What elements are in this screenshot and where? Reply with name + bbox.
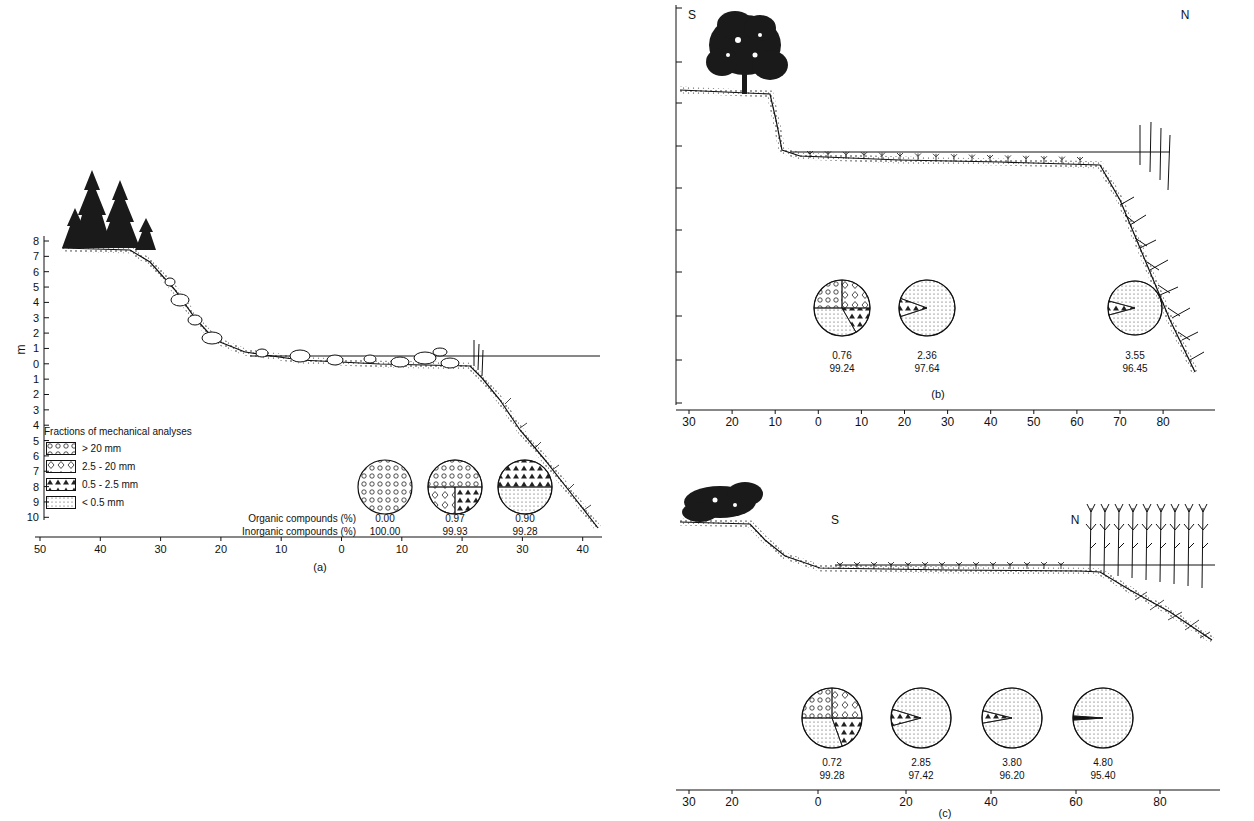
figure-label: 6 xyxy=(33,450,39,462)
figure-label: 7 xyxy=(33,465,39,477)
figure-label: 2 xyxy=(33,388,39,400)
figure-label: 100.00 xyxy=(370,526,401,537)
figure-label: 2.36 xyxy=(917,350,936,361)
figure-label: 4 xyxy=(33,419,39,431)
figure-label: 9 xyxy=(33,496,39,508)
panel-a xyxy=(35,170,602,541)
figure-label: (b) xyxy=(931,388,944,400)
figure-label: 3 xyxy=(33,404,39,416)
figure-label: 2.85 xyxy=(911,757,930,768)
figure-label: Inorganic compounds (%) xyxy=(242,526,356,537)
figure-label: (a) xyxy=(313,561,326,573)
figure-label: (c) xyxy=(939,807,952,819)
figure-label: 8 xyxy=(33,235,39,247)
figure-label: 50 xyxy=(1027,416,1040,429)
figure-label: 0.97 xyxy=(445,513,464,524)
figure-label: 10 xyxy=(396,543,408,555)
figure-label: Fractions of mechanical analyses xyxy=(44,426,192,437)
figure-label: 3.80 xyxy=(1002,757,1021,768)
legend-row: 0.5 - 2.5 mm xyxy=(46,478,138,491)
figure-label: 60 xyxy=(1070,416,1083,429)
figure-label: 7 xyxy=(33,250,39,262)
figure-label: 20 xyxy=(725,796,738,809)
figure-label: 30 xyxy=(682,796,695,809)
figure-label: 97.42 xyxy=(908,770,933,781)
figure-label: 0.00 xyxy=(375,513,394,524)
grain-size-pies xyxy=(358,280,1162,748)
figure-label: 8 xyxy=(33,481,39,493)
figure-label: 80 xyxy=(1153,796,1166,809)
figure-label: 96.20 xyxy=(999,770,1024,781)
figure-label: S xyxy=(688,9,696,22)
legend-row: 2.5 - 20 mm xyxy=(46,460,135,473)
legend-row: > 20 mm xyxy=(46,442,121,455)
figure-label: 5 xyxy=(33,281,39,293)
figure-label: 95.40 xyxy=(1090,770,1115,781)
figure-label: 40 xyxy=(984,796,997,809)
figure-label: 30 xyxy=(682,416,695,429)
figure-label: 50 xyxy=(34,543,46,555)
figure-label: 40 xyxy=(577,543,589,555)
figure-label: 0 xyxy=(33,358,39,370)
panel-b xyxy=(676,5,1215,414)
legend-swatch xyxy=(46,496,76,509)
figure-label: 0 xyxy=(815,796,822,809)
figure-label: 30 xyxy=(941,416,954,429)
figure-label: 99.28 xyxy=(512,526,537,537)
figure-label: 0.72 xyxy=(822,757,841,768)
figure-label: 96.45 xyxy=(1122,363,1147,374)
figure-label: 4 xyxy=(33,296,39,308)
legend-text: 0.5 - 2.5 mm xyxy=(82,479,138,490)
figure-label: 30 xyxy=(154,543,166,555)
figure-label: 0 xyxy=(338,543,344,555)
figure-label: Organic compounds (%) xyxy=(248,513,356,524)
figure-label: 40 xyxy=(94,543,106,555)
figure-label: 0.90 xyxy=(515,513,534,524)
legend-swatch xyxy=(46,460,76,473)
figure-label: 99.24 xyxy=(829,363,854,374)
figure-label: 5 xyxy=(33,435,39,447)
figure-label: N xyxy=(1181,9,1190,22)
figure-label: 10 xyxy=(855,416,868,429)
figure-label: 1 xyxy=(33,342,39,354)
legend-text: < 0.5 mm xyxy=(82,497,124,508)
figure-label: 70 xyxy=(1113,416,1126,429)
figure-label: 20 xyxy=(898,416,911,429)
figure-label: 1 xyxy=(33,373,39,385)
figure-label: 2 xyxy=(33,327,39,339)
figure-label: 6 xyxy=(33,266,39,278)
figure-label: 20 xyxy=(456,543,468,555)
figure-label: m xyxy=(15,345,28,355)
legend-swatch xyxy=(46,442,76,455)
figure-label: 10 xyxy=(27,511,39,523)
figure-label: 4.80 xyxy=(1093,757,1112,768)
figure-label: 3 xyxy=(33,312,39,324)
legend-row: < 0.5 mm xyxy=(46,496,124,509)
figure-label: 80 xyxy=(1156,416,1169,429)
figure-label: 40 xyxy=(984,416,997,429)
figure-label: 60 xyxy=(1069,796,1082,809)
figure-label: 99.93 xyxy=(442,526,467,537)
figure-label: 0 xyxy=(815,416,822,429)
figure-label: 3.55 xyxy=(1125,350,1144,361)
figure-label: 20 xyxy=(899,796,912,809)
figure-label: 20 xyxy=(725,416,738,429)
figure-label: 30 xyxy=(516,543,528,555)
figure-label: 0.76 xyxy=(832,350,851,361)
panel-c xyxy=(676,482,1220,794)
legend-text: 2.5 - 20 mm xyxy=(82,461,135,472)
figure-label: 20 xyxy=(215,543,227,555)
figure-label: N xyxy=(1071,514,1080,527)
legend-swatch xyxy=(46,478,76,491)
figure-label: 99.28 xyxy=(819,770,844,781)
figure-label: S xyxy=(831,514,839,527)
legend-text: > 20 mm xyxy=(82,443,121,454)
figure-label: 97.64 xyxy=(914,363,939,374)
figure-label: 10 xyxy=(275,543,287,555)
figure-label: 10 xyxy=(769,416,782,429)
